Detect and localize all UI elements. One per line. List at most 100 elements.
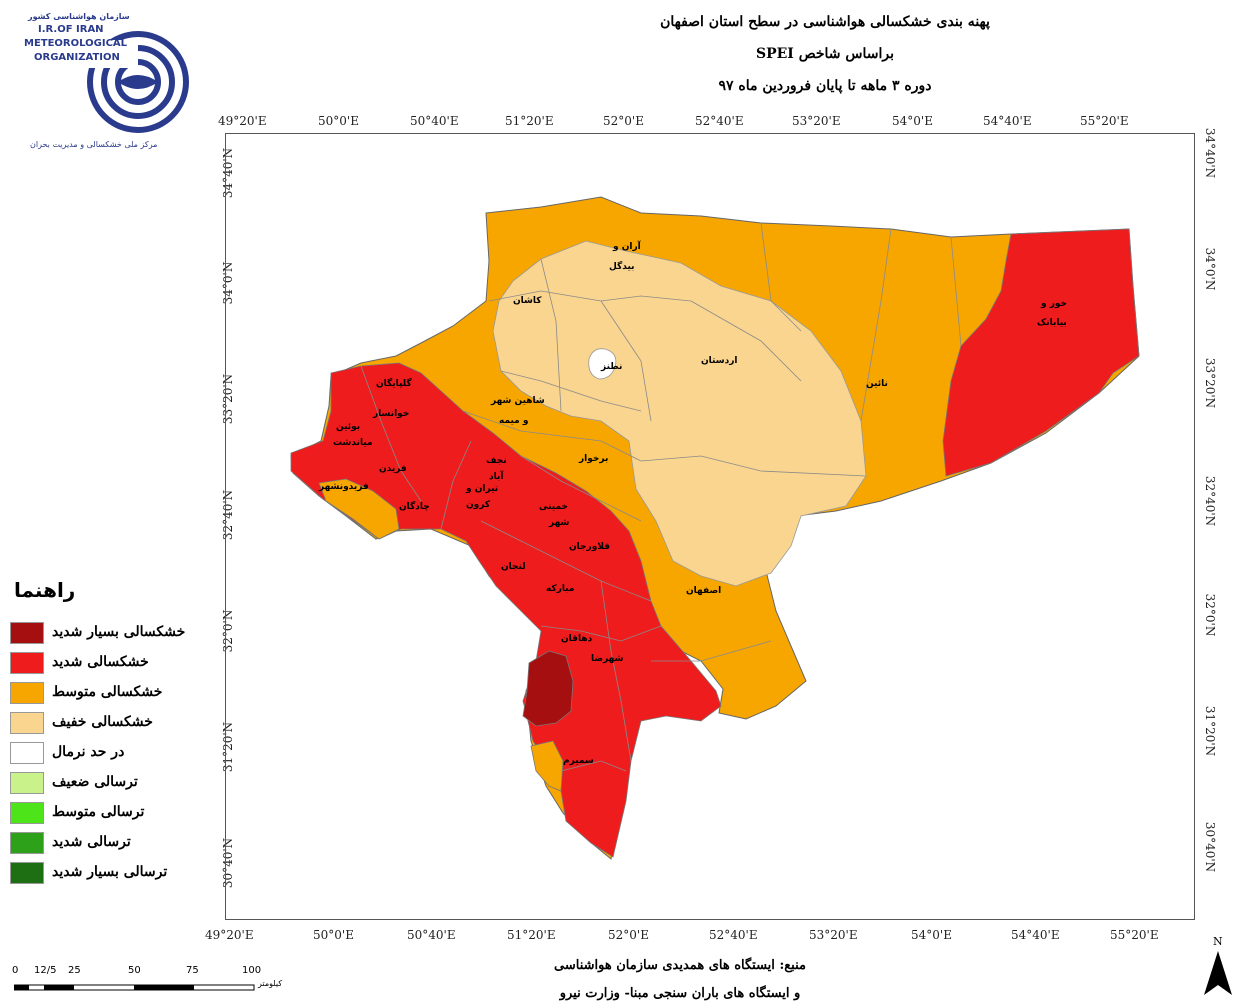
place-label: برخوار xyxy=(578,454,608,464)
scale-unit: کیلومتر xyxy=(258,979,283,988)
place-label: و میمه xyxy=(499,416,528,426)
title-line-1: پهنه بندی خشکسالی هواشناسی در سطح استان … xyxy=(660,14,990,30)
place-label: خمینی xyxy=(539,502,568,512)
logo-text-farsi: سازمان هواشناسی کشور xyxy=(28,12,130,21)
north-label: N xyxy=(1213,935,1223,948)
legend-swatch xyxy=(10,772,44,794)
province-map: آران و بیدگل کاشان نطنز اردستان نائین خو… xyxy=(290,196,1140,860)
legend-label: در حد نرمال xyxy=(52,744,125,760)
lon-tick-top: 52°0'E xyxy=(603,114,644,128)
legend-swatch xyxy=(10,862,44,884)
logo-text-line: METEOROLOGICAL xyxy=(24,38,128,49)
source-line-1: منبع: ایستگاه های همدیدی سازمان هواشناسی xyxy=(554,958,806,973)
logo-emblem-icon xyxy=(20,31,189,133)
legend-swatch xyxy=(10,712,44,734)
lon-tick-top: 54°40'E xyxy=(983,114,1032,128)
source-line-2: و ایستگاه های باران سنجی مبنا- وزارت نیر… xyxy=(559,986,801,1001)
lon-tick-bottom: 52°40'E xyxy=(709,928,758,942)
legend-item-severe-wet: ترسالی شدید xyxy=(8,828,208,858)
scale-label: 0 xyxy=(12,965,19,976)
zone-moderate-patch xyxy=(318,478,400,540)
legend-label: ترسالی شدید xyxy=(52,834,131,850)
logo-subtitle: مرکز ملی خشکسالی و مدیریت بحران xyxy=(30,140,158,149)
place-label: سمیرم xyxy=(563,756,594,766)
legend-label: ترسالی متوسط xyxy=(52,804,145,820)
place-label: فریدونشهر xyxy=(318,482,369,492)
lon-tick-bottom: 49°20'E xyxy=(205,928,254,942)
legend-item-moderate-wet: ترسالی متوسط xyxy=(8,798,208,828)
lat-tick-right: 34°0'N xyxy=(1203,247,1217,291)
place-label: اصفهان xyxy=(686,586,721,596)
place-label: مبارکه xyxy=(546,584,575,594)
legend-title: راهنما xyxy=(14,578,76,602)
logo-text-line: ORGANIZATION xyxy=(34,52,120,63)
legend-item-extreme-wet: ترسالی بسیار شدید xyxy=(8,858,208,888)
lon-tick-bottom: 53°20'E xyxy=(809,928,858,942)
scale-label: 12/5 xyxy=(34,965,57,976)
zone-moderate-patch xyxy=(530,740,564,792)
place-label: شاهین شهر xyxy=(490,396,545,406)
legend-swatch xyxy=(10,742,44,764)
zone-extreme xyxy=(522,650,574,727)
legend-item-extreme-drought: خشکسالی بسیار شدید xyxy=(8,618,208,648)
place-label: آران و xyxy=(612,240,642,252)
scale-label: 50 xyxy=(128,965,141,976)
lon-tick-top: 50°40'E xyxy=(410,114,459,128)
lon-tick-top: 51°20'E xyxy=(505,114,554,128)
lon-tick-bottom: 51°20'E xyxy=(507,928,556,942)
place-label: شهرضا xyxy=(591,654,624,664)
north-arrow: N xyxy=(1200,935,1233,997)
lat-tick-right: 31°20'N xyxy=(1203,705,1217,757)
legend-item-severe-drought: خشکسالی شدید xyxy=(8,648,208,678)
lon-tick-top: 50°0'E xyxy=(318,114,359,128)
place-label: فلاورجان xyxy=(569,542,610,552)
place-label: تیران و xyxy=(465,484,498,494)
lon-tick-top: 54°0'E xyxy=(892,114,933,128)
legend-label: خشکسالی شدید xyxy=(52,654,149,670)
zone-normal xyxy=(588,348,617,380)
title-line-2: براساس شاخص SPEI xyxy=(755,46,894,62)
legend-label: خشکسالی متوسط xyxy=(52,684,163,700)
map-frame: آران و بیدگل کاشان نطنز اردستان نائین خو… xyxy=(225,133,1195,920)
place-label: اردستان xyxy=(701,356,737,366)
place-label: فریدن xyxy=(379,464,407,474)
lon-tick-top: 49°20'E xyxy=(218,114,267,128)
lon-tick-bottom: 55°20'E xyxy=(1110,928,1159,942)
title-line-3: دوره ۳ ماهه تا پایان فروردین ماه ۹۷ xyxy=(718,78,932,94)
legend-swatch xyxy=(10,682,44,704)
legend-item-normal: در حد نرمال xyxy=(8,738,208,768)
place-label: بیدگل xyxy=(609,260,635,272)
place-label: کرون xyxy=(466,500,491,510)
county-boundaries xyxy=(360,222,962,772)
scale-label: 75 xyxy=(186,965,199,976)
scale-label: 25 xyxy=(68,965,81,976)
legend-swatch xyxy=(10,652,44,674)
legend-label: ترسالی بسیار شدید xyxy=(52,864,168,880)
legend-item-weak-wet: ترسالی ضعیف xyxy=(8,768,208,798)
place-label: چادگان xyxy=(399,500,430,512)
place-label: لنجان xyxy=(501,562,526,572)
legend-swatch xyxy=(10,622,44,644)
legend-item-moderate-drought: خشکسالی متوسط xyxy=(8,678,208,708)
organization-logo: سازمان هواشناسی کشور I.R.OF IRAN METEORO… xyxy=(20,10,200,160)
scale-bar: 0 12/5 25 50 75 100 کیلومتر xyxy=(10,965,300,999)
lon-tick-bottom: 52°0'E xyxy=(608,928,649,942)
map-title: پهنه بندی خشکسالی هواشناسی در سطح استان … xyxy=(600,6,1050,102)
place-label: نائین xyxy=(866,379,888,389)
map-legend: راهنما خشکسالی بسیار شدید خشکسالی شدید خ… xyxy=(8,578,208,888)
place-label: گلپایگان xyxy=(376,377,412,389)
zone-severe-east xyxy=(942,228,1140,477)
lon-tick-top: 52°40'E xyxy=(695,114,744,128)
place-labels: آران و بیدگل کاشان نطنز اردستان نائین خو… xyxy=(318,240,1067,766)
legend-label: خشکسالی بسیار شدید xyxy=(52,624,186,640)
lat-tick-right: 33°20'N xyxy=(1203,357,1217,409)
lon-tick-bottom: 54°40'E xyxy=(1011,928,1060,942)
lat-tick-right: 32°40'N xyxy=(1203,475,1217,527)
place-label: دهاقان xyxy=(561,634,593,644)
zone-mild xyxy=(492,240,867,587)
place-label: خور و xyxy=(1040,299,1067,309)
lat-tick-right: 30°40'N xyxy=(1203,821,1217,873)
legend-label: ترسالی ضعیف xyxy=(52,774,138,790)
scale-label: 100 xyxy=(242,965,262,976)
north-arrow-icon xyxy=(1204,951,1232,995)
